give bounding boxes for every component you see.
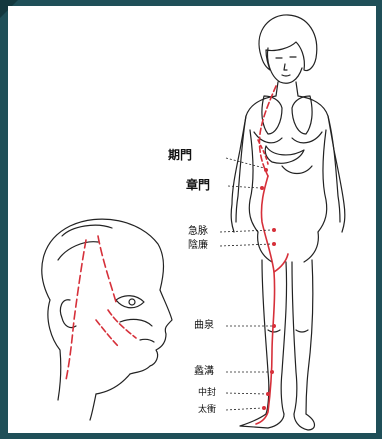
point-label-yinlian: 陰廉 [188,240,208,252]
point-label-ligou: 蠡溝 [194,366,214,378]
point-label-zhongfeng: 中封 [198,388,216,399]
head-profile-illustration [42,219,172,420]
point-label-taichong: 太衝 [198,405,216,416]
point-label-zhangmen: 章門 [186,178,210,192]
point-label-jimai: 急脉 [188,226,208,238]
point-label-qimen: 期門 [168,148,192,162]
meridian-lines [66,86,288,424]
female-figure-illustration [231,15,345,430]
label-leader-lines [220,158,272,410]
point-label-ququan: 曲泉 [194,320,214,332]
